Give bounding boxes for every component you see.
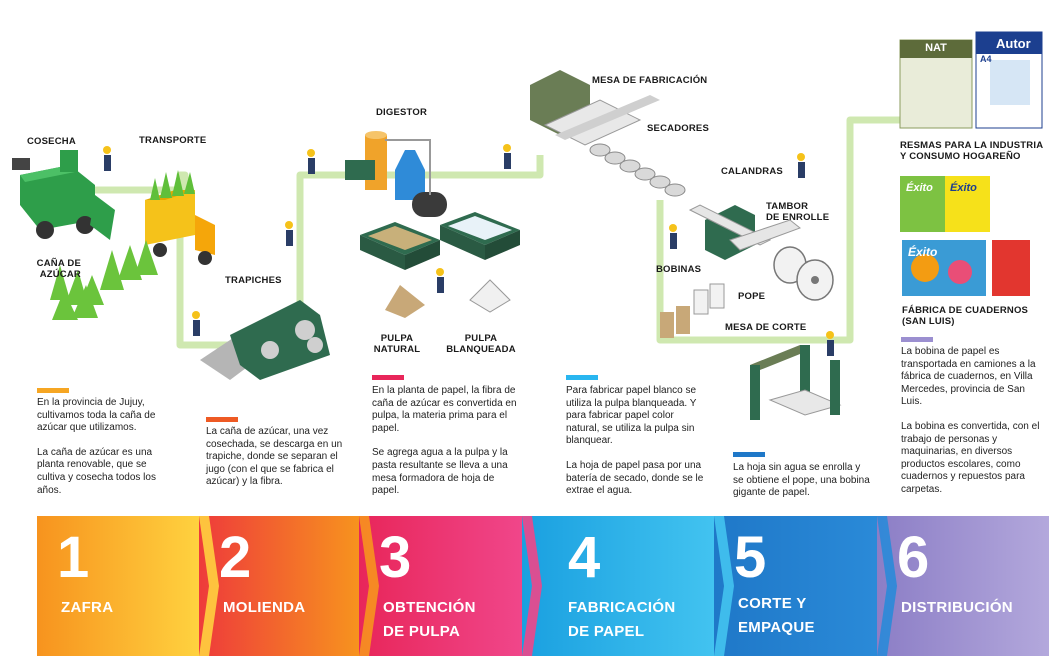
step-title-line-2: DE PULPA bbox=[383, 623, 461, 640]
label-pulpa-blanqueada: PULPA BLANQUEADA bbox=[444, 333, 518, 355]
step-title-line-2: EMPAQUE bbox=[738, 619, 815, 636]
desc-step-4-b: La hoja de papel pasa por una batería de… bbox=[566, 459, 704, 497]
desc-bar-3 bbox=[372, 375, 404, 380]
label-transporte: TRANSPORTE bbox=[139, 135, 207, 146]
desc-bar-2 bbox=[206, 417, 238, 422]
step-number: 2 bbox=[219, 525, 252, 590]
step-number: 5 bbox=[734, 525, 767, 590]
label-tambor: TAMBOR DE ENROLLE bbox=[766, 201, 829, 223]
notebook-icon bbox=[900, 176, 1030, 296]
label-cana-2: AZÚCAR bbox=[39, 269, 81, 280]
desc-step-1-a: En la provincia de Jujuy, cultivamos tod… bbox=[37, 397, 156, 434]
desc-step-3: En la planta de papel, la fibra de caña … bbox=[372, 385, 520, 510]
label-bobinas: BOBINAS bbox=[656, 264, 702, 275]
label-pulpa-blanqueada-2: BLANQUEADA bbox=[446, 344, 516, 355]
desc-step-3-b: Se agrega agua a la pulpa y la pasta res… bbox=[372, 447, 508, 497]
label-mesa-corte: MESA DE CORTE bbox=[725, 322, 807, 333]
label-fabrica-1: FÁBRICA DE CUADERNOS bbox=[902, 305, 1029, 316]
desc-step-2: La caña de azúcar, una vez cosechada, se… bbox=[206, 426, 351, 501]
step-band-2: 2 MOLIENDA bbox=[199, 516, 359, 656]
label-tambor-2: DE ENROLLE bbox=[766, 212, 830, 223]
notebook-exito-label-1: Éxito bbox=[906, 182, 933, 194]
notebook-exito-label-3: Éxito bbox=[908, 245, 938, 259]
label-tambor-1: TAMBOR bbox=[766, 201, 809, 212]
desc-bar-4 bbox=[566, 375, 598, 380]
notebook-exito-label-2: Éxito bbox=[950, 182, 977, 194]
ream-icon bbox=[899, 31, 1043, 129]
step-title: MOLIENDA bbox=[223, 596, 305, 620]
process-illustration bbox=[12, 31, 1043, 420]
label-trapiches: TRAPICHES bbox=[225, 275, 282, 286]
worker-icon bbox=[103, 144, 834, 356]
step-title-line-1: CORTE Y bbox=[738, 595, 807, 612]
step-number: 3 bbox=[379, 525, 412, 590]
step-band-5: 5 CORTE Y EMPAQUE bbox=[714, 516, 877, 656]
step-number: 4 bbox=[568, 525, 601, 590]
step-title-line-1: FABRICACIÓN bbox=[568, 599, 676, 616]
step-title-line-1: ZAFRA bbox=[61, 599, 114, 616]
pulp-tank-icon bbox=[360, 212, 520, 318]
desc-step-4: Para fabricar papel blanco se utiliza la… bbox=[566, 385, 708, 510]
label-cana-1: CAÑA DE bbox=[36, 258, 81, 269]
harvester-icon bbox=[12, 150, 115, 240]
sugarcane-icon bbox=[50, 240, 158, 320]
label-digestor: DIGESTOR bbox=[376, 107, 428, 118]
label-cosecha: COSECHA bbox=[27, 136, 76, 147]
step-band-3: 3 OBTENCIÓN DE PULPA bbox=[359, 516, 522, 656]
desc-step-1: En la provincia de Jujuy, cultivamos tod… bbox=[37, 397, 175, 509]
step-title-line-1: MOLIENDA bbox=[223, 599, 306, 616]
label-secadores: SECADORES bbox=[647, 123, 709, 134]
cutting-table-icon bbox=[750, 345, 842, 420]
calender-icon bbox=[688, 204, 802, 260]
desc-step-6-a: La bobina de papel es transportada en ca… bbox=[901, 346, 1036, 408]
label-resmas-2: Y CONSUMO HOGAREÑO bbox=[900, 151, 1021, 162]
desc-bar-1 bbox=[37, 388, 69, 393]
label-fabrica: FÁBRICA DE CUADERNOS (SAN LUIS) bbox=[902, 305, 1028, 327]
step-title: ZAFRA bbox=[61, 596, 113, 620]
step-title: FABRICACIÓN DE PAPEL bbox=[568, 596, 675, 644]
label-pulpa-blanqueada-1: PULPA bbox=[464, 333, 498, 344]
label-mesa-fabricacion: MESA DE FABRICACIÓN bbox=[592, 75, 708, 86]
digestor-icon bbox=[345, 131, 447, 217]
label-fabrica-2: (SAN LUIS) bbox=[902, 316, 955, 327]
desc-step-4-a: Para fabricar papel blanco se utiliza la… bbox=[566, 385, 697, 447]
step-title: CORTE Y EMPAQUE bbox=[738, 592, 815, 640]
dryer-icon bbox=[589, 143, 686, 197]
desc-step-3-a: En la planta de papel, la fibra de caña … bbox=[372, 385, 517, 434]
desc-step-6: La bobina de papel es transportada en ca… bbox=[901, 346, 1047, 509]
paper-roll-icon bbox=[660, 246, 834, 338]
step-title-line-2: DE PAPEL bbox=[568, 623, 645, 640]
step-number: 6 bbox=[897, 525, 930, 590]
step-title-line-1: OBTENCIÓN bbox=[383, 599, 476, 616]
paper-machine-icon bbox=[530, 70, 660, 146]
ream-a4-label: A4 bbox=[980, 54, 992, 64]
label-resmas-1: RESMAS PARA LA INDUSTRIA bbox=[900, 140, 1044, 151]
step-title-line-1: DISTRIBUCIÓN bbox=[901, 599, 1013, 616]
mill-icon bbox=[200, 300, 330, 380]
truck-icon bbox=[145, 170, 215, 265]
label-cana: CAÑA DE AZÚCAR bbox=[31, 258, 81, 280]
ream-autor-label: Autor bbox=[996, 36, 1031, 51]
step-title: OBTENCIÓN DE PULPA bbox=[383, 596, 476, 644]
step-band-1: 1 ZAFRA bbox=[37, 516, 199, 656]
step-number: 1 bbox=[57, 525, 90, 590]
desc-step-5: La hoja sin agua se enrolla y se obtiene… bbox=[733, 462, 873, 512]
step-title: DISTRIBUCIÓN bbox=[901, 596, 1013, 620]
ream-nat-label: NAT bbox=[925, 42, 947, 54]
label-calandras: CALANDRAS bbox=[721, 166, 783, 177]
desc-step-6-b: La bobina es convertida, con el trabajo … bbox=[901, 420, 1040, 495]
label-pulpa-natural: PULPA NATURAL bbox=[372, 333, 422, 355]
desc-step-5-a: La hoja sin agua se enrolla y se obtiene… bbox=[733, 462, 870, 499]
desc-step-1-b: La caña de azúcar es una planta renovabl… bbox=[37, 446, 156, 496]
desc-bar-6 bbox=[901, 337, 933, 342]
desc-bar-5 bbox=[733, 452, 765, 457]
label-resmas: RESMAS PARA LA INDUSTRIA Y CONSUMO HOGAR… bbox=[900, 140, 1043, 162]
desc-step-2-a: La caña de azúcar, una vez cosechada, se… bbox=[206, 426, 343, 488]
label-pulpa-natural-2: NATURAL bbox=[373, 344, 421, 355]
label-pulpa-natural-1: PULPA bbox=[380, 333, 414, 344]
label-pope: POPE bbox=[738, 291, 766, 302]
step-band-4: 4 FABRICACIÓN DE PAPEL bbox=[522, 516, 714, 656]
step-band-6: 6 DISTRIBUCIÓN bbox=[877, 516, 1049, 656]
